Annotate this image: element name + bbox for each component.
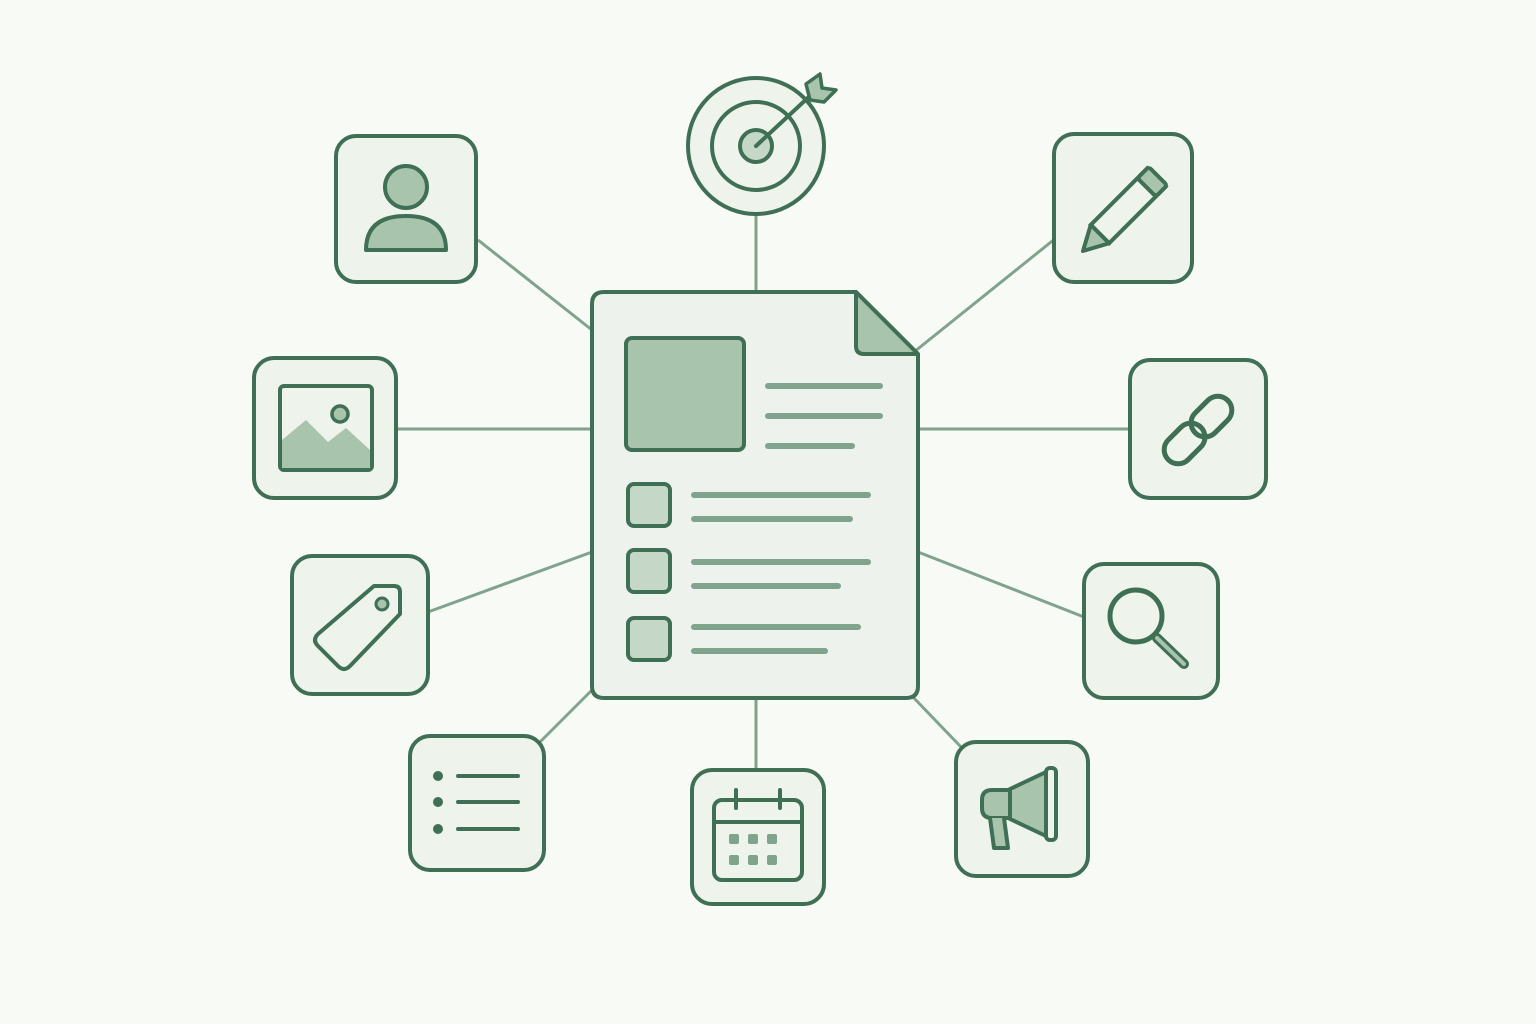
connector-lines xyxy=(396,214,1130,770)
search-icon xyxy=(1082,562,1220,700)
image-icon xyxy=(252,356,398,500)
connector-list xyxy=(538,688,594,744)
document-icon xyxy=(590,290,920,700)
tag-icon xyxy=(290,554,430,696)
connector-search xyxy=(917,550,1085,619)
document-image-block xyxy=(624,336,746,452)
list-icon xyxy=(408,734,546,872)
connector-pencil xyxy=(913,236,1057,354)
calendar-icon xyxy=(690,768,826,906)
connector-tag xyxy=(427,550,593,614)
connector-user xyxy=(477,238,593,332)
megaphone-icon xyxy=(954,740,1090,878)
user-icon xyxy=(334,134,478,284)
link-icon xyxy=(1128,358,1268,500)
connector-megaphone xyxy=(910,694,964,750)
pencil-icon xyxy=(1052,132,1194,284)
document-checklist xyxy=(626,482,871,662)
target-icon xyxy=(686,72,838,216)
